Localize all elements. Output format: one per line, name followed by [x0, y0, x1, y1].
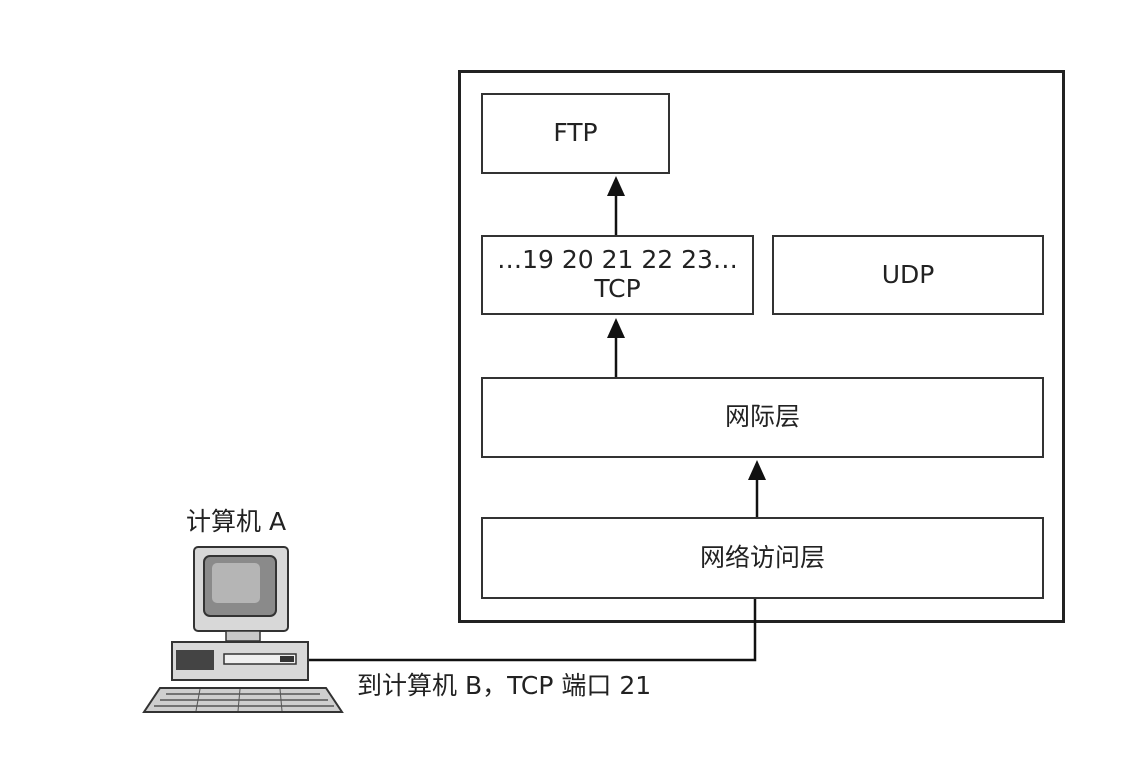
ftp-box: FTP	[481, 93, 670, 174]
arrowhead-internet	[748, 460, 766, 480]
computer-a-label: 计算机 A	[186, 507, 287, 536]
ftp-label: FTP	[553, 118, 598, 148]
destination-label: 到计算机 B，TCP 端口 21	[357, 671, 652, 700]
network-access-layer-box: 网络访问层	[481, 517, 1044, 599]
network-cable	[305, 599, 757, 662]
arrowhead-tcp	[607, 318, 625, 338]
udp-label: UDP	[881, 259, 935, 289]
internet-layer-box: 网际层	[481, 377, 1044, 458]
tcp-label: TCP	[594, 274, 641, 303]
arrowhead-ftp	[607, 176, 625, 196]
udp-box: UDP	[772, 235, 1044, 315]
internet-layer-label: 网际层	[724, 402, 800, 432]
tcp-box: …19 20 21 22 23… TCP	[481, 235, 754, 315]
tcp-ports-label: …19 20 21 22 23…	[497, 245, 738, 275]
network-access-layer-label: 网络访问层	[699, 542, 825, 572]
